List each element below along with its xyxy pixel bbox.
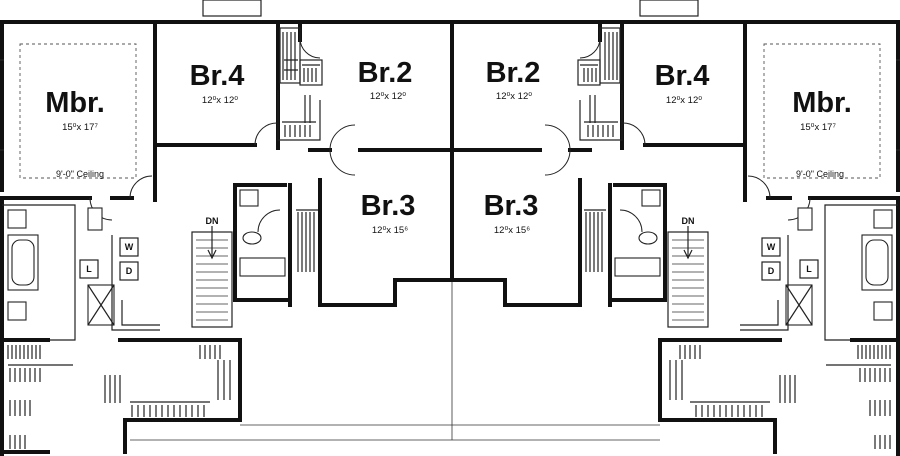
room-dim-br4-right: 12⁰x 12⁰	[666, 95, 702, 106]
laundry-walls-right	[740, 235, 789, 331]
door-closet-a-right	[579, 37, 601, 59]
stair-dn-label-right: DN	[682, 216, 695, 226]
door-br3	[329, 149, 356, 176]
shower-x-right	[785, 284, 813, 326]
shower-x-left	[87, 284, 115, 326]
closet-rods-right-2	[580, 64, 598, 82]
closet-rods-right-5	[669, 345, 891, 449]
closet-rods-right-4	[584, 209, 606, 272]
closet-b-box	[299, 59, 323, 86]
linen-box-right	[799, 259, 819, 279]
room-name-br3-left: Br.3	[361, 190, 416, 222]
room-dim-mbr-left: 15⁰x 17⁷	[62, 122, 98, 133]
room-name-br2-left: Br.2	[358, 57, 413, 89]
sink-left-1	[7, 209, 27, 229]
closet-b-box-right	[577, 59, 601, 86]
door-br4-right	[622, 122, 646, 146]
room-dim-br3-right: 12⁰x 15⁶	[494, 225, 530, 236]
garage-left-bottom	[123, 418, 242, 454]
closet-a-box	[279, 27, 301, 84]
door-br2-right	[544, 124, 571, 151]
door-br2	[329, 124, 356, 151]
mbr-tray-ceiling	[19, 43, 137, 179]
lower-left-walls	[0, 338, 50, 454]
labels-left: Mbr. 15⁰x 17⁷ 9'-0" Ceiling Br.4 12⁰x 12…	[45, 57, 415, 276]
stair-dn-label-left: DN	[206, 216, 219, 226]
window-ticks-right	[896, 59, 900, 151]
dryer-label-left: D	[126, 266, 133, 276]
room-name-br4-left: Br.4	[190, 60, 245, 92]
room-dim-br3-left: 12⁰x 15⁶	[372, 225, 408, 236]
room-dim-br2-left: 12⁰x 12⁰	[370, 91, 406, 102]
dryer-box-left	[119, 261, 139, 281]
unit-left	[0, 20, 660, 456]
roof-bump-left	[202, 0, 262, 17]
linen-label-left: L	[86, 264, 92, 274]
room-dim-br4-left: 12⁰x 12⁰	[202, 95, 238, 106]
door-br3-right	[544, 149, 571, 176]
linen-label-right: L	[806, 264, 812, 274]
unit-right	[450, 20, 900, 456]
closet-rods-right-3	[584, 95, 618, 137]
hall-bath-left	[233, 183, 292, 307]
hall-bath-right	[608, 183, 667, 307]
sink-left-2	[7, 301, 27, 321]
br3-south-wall	[318, 278, 454, 307]
tub-basin-left	[11, 239, 35, 286]
room-dim-br2-right: 12⁰x 12⁰	[496, 91, 532, 102]
stair-right	[667, 226, 709, 328]
closet-rods-left-1	[282, 32, 298, 80]
room-name-br3-right: Br.3	[484, 190, 539, 222]
door-closet-a	[299, 37, 321, 59]
stair-left	[191, 226, 233, 328]
linen-box-left	[79, 259, 99, 279]
closet-rods-left-2	[302, 64, 320, 82]
door-br4	[254, 122, 278, 146]
room-name-mbr-right: Mbr.	[792, 87, 852, 119]
closet-a-box-right	[599, 27, 621, 84]
closet-rods-left-3	[282, 95, 316, 137]
dryer-box-right	[761, 261, 781, 281]
ceiling-note-left: 9'-0" Ceiling	[56, 169, 104, 179]
door-mbr-right	[747, 175, 771, 199]
room-name-br4-right: Br.4	[655, 60, 710, 92]
labels-right: Mbr. 15⁰x 17⁷ 9'-0" Ceiling Br.4 12⁰x 12…	[484, 57, 852, 276]
room-name-mbr-left: Mbr.	[45, 87, 105, 119]
closet-c-right	[579, 90, 623, 141]
toilet-left	[87, 207, 103, 231]
garage-right	[658, 338, 782, 454]
dryer-label-right: D	[768, 266, 775, 276]
mbr-tray-ceiling-right	[763, 43, 881, 179]
closet-rods-left-4	[296, 209, 318, 272]
room-name-br2-right: Br.2	[486, 57, 541, 89]
tub-basin-right	[865, 239, 889, 286]
br3-south-wall-right	[450, 278, 582, 307]
closet-rods-left-5	[7, 345, 231, 449]
washer-label-left: W	[125, 242, 134, 252]
garage-left-top	[118, 338, 242, 420]
room-dim-mbr-right: 15⁰x 17⁷	[800, 122, 836, 133]
washer-box-right	[761, 237, 781, 257]
laundry-walls-left	[111, 235, 160, 331]
roof-bump-right	[639, 0, 699, 17]
door-mbr	[129, 175, 153, 199]
toilet-right	[797, 207, 813, 231]
closet-rods-right-1	[604, 32, 618, 80]
window-ticks-left	[0, 59, 4, 151]
sink-right-1	[873, 209, 893, 229]
sink-right-2	[873, 301, 893, 321]
closet-c	[277, 90, 321, 141]
washer-label-right: W	[767, 242, 776, 252]
ceiling-note-right: 9'-0" Ceiling	[796, 169, 844, 179]
washer-box-left	[119, 237, 139, 257]
